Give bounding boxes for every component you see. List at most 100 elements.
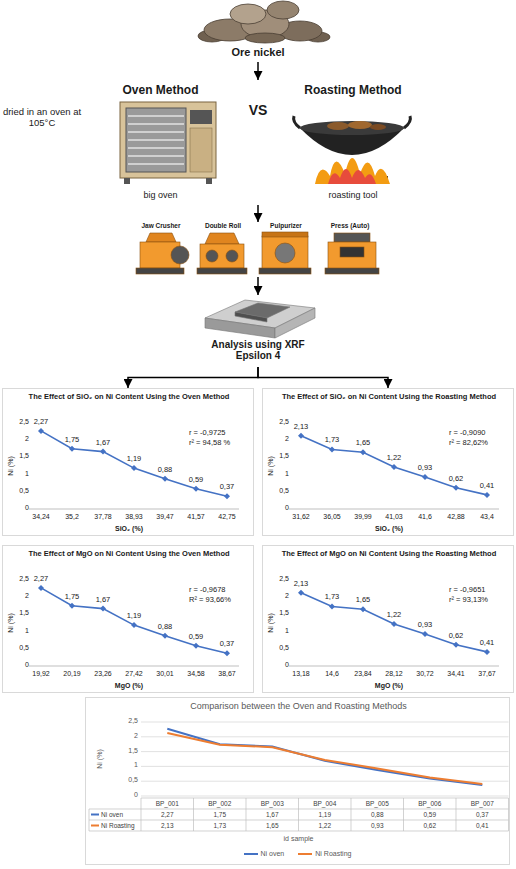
category-label: 42,75 xyxy=(211,513,243,521)
data-marker xyxy=(329,603,335,609)
axis-title: Ni (%) xyxy=(95,734,105,784)
table-line xyxy=(351,798,352,831)
data-marker xyxy=(360,449,366,455)
comparison-chart: Comparison between the Oven and Roasting… xyxy=(85,697,510,865)
tick-label: 2,5 xyxy=(7,575,29,583)
data-marker xyxy=(484,492,490,498)
data-marker xyxy=(100,606,106,612)
machine-label: Pulpurizer xyxy=(258,222,314,230)
axis-title: Ni (%) xyxy=(266,598,276,648)
method-band: VSOven Methodbig ovenRoasting Methodroas… xyxy=(93,80,423,205)
value-label: 0,41 xyxy=(472,639,502,648)
grid-line xyxy=(141,751,509,752)
category-label: 42,88 xyxy=(440,513,472,521)
category-label: 27,42 xyxy=(118,670,150,678)
tick-label: 2,5 xyxy=(267,418,289,426)
table-cell: 1,73 xyxy=(194,822,247,829)
grid-line xyxy=(141,722,509,723)
tick-label: 0 xyxy=(114,791,138,799)
xrf-step: Analysis using XRF Epsilon 4 xyxy=(178,295,338,367)
row-header: Ni oven xyxy=(101,811,141,818)
chart-title: The Effect of MgO on Ni Content Using th… xyxy=(275,549,503,558)
data-marker xyxy=(131,622,137,628)
tick-label: 2,5 xyxy=(267,575,289,583)
flow-arrow xyxy=(257,205,259,222)
tick-label: 0 xyxy=(267,504,289,512)
data-marker xyxy=(100,449,106,455)
statistic-label: r = -0,9090 xyxy=(449,429,513,438)
table-line xyxy=(141,798,509,799)
table-cell: 1,22 xyxy=(299,822,352,829)
tick-label: 1 xyxy=(114,761,138,769)
axis-title: Ni (%) xyxy=(6,441,16,491)
statistic-label: r² = 82,62% xyxy=(449,439,513,448)
value-label: 1,67 xyxy=(88,439,118,448)
category-label: 43,4 xyxy=(471,513,503,521)
category-label: 41,57 xyxy=(180,513,212,521)
tick-label: 0,5 xyxy=(7,644,29,652)
tick-label: 0,5 xyxy=(267,487,289,495)
table-cell: 0,59 xyxy=(404,811,457,818)
flow-arrow xyxy=(258,367,388,388)
table-cell: 2,13 xyxy=(141,822,194,829)
value-label: 1,75 xyxy=(57,593,87,602)
value-label: 0,37 xyxy=(212,483,242,492)
crushing-step: Jaw CrusherDouble RollPulpurizerPress (A… xyxy=(128,222,388,277)
flow-arrow xyxy=(128,367,258,388)
ore-node: Ore nickel xyxy=(188,0,328,62)
category-label: 41,03 xyxy=(378,513,410,521)
table-line xyxy=(193,798,194,831)
value-label: 1,19 xyxy=(119,455,149,464)
table-cell: 0,41 xyxy=(456,822,509,829)
category-label: 37,67 xyxy=(471,670,503,678)
legend-text: Ni Roasting xyxy=(315,850,351,857)
table-cell: 2,27 xyxy=(141,811,194,818)
category-label: 23,84 xyxy=(347,670,379,678)
table-cell: 1,65 xyxy=(246,822,299,829)
category-label: 38,93 xyxy=(118,513,150,521)
table-cell: 0,37 xyxy=(456,811,509,818)
table-cell: 1,19 xyxy=(299,811,352,818)
category-label: BP_004 xyxy=(299,800,352,807)
value-label: 1,19 xyxy=(119,612,149,621)
value-label: 0,93 xyxy=(410,621,440,630)
tick-label: 0 xyxy=(267,661,289,669)
data-marker xyxy=(193,643,199,649)
legend-swatch xyxy=(298,853,312,855)
statistic-label: r² = 93,13% xyxy=(449,596,513,605)
value-label: 1,73 xyxy=(317,436,347,445)
value-label: 1,22 xyxy=(379,454,409,463)
tick-label: 2 xyxy=(267,435,289,443)
axis-title: Ni (%) xyxy=(266,441,276,491)
category-label: 34,41 xyxy=(440,670,472,678)
versus-label: VS xyxy=(238,102,278,118)
flow-arrow xyxy=(257,62,259,80)
category-label: 35,2 xyxy=(56,513,88,521)
table-cell: 0,93 xyxy=(351,822,404,829)
tick-label: 1,5 xyxy=(7,609,29,617)
tick-label: 2 xyxy=(7,435,29,443)
legend-item: Ni oven xyxy=(244,850,285,857)
data-marker xyxy=(38,585,44,591)
table-line xyxy=(298,798,299,831)
tick-label: 1,5 xyxy=(7,452,29,460)
crusher-illustrations xyxy=(136,232,379,274)
value-label: 2,13 xyxy=(286,423,316,432)
line-chart: The Effect of MgO on Ni Content Using th… xyxy=(262,545,514,693)
data-marker xyxy=(162,476,168,482)
value-label: 1,73 xyxy=(317,593,347,602)
category-label: 39,47 xyxy=(149,513,181,521)
category-label: 28,12 xyxy=(378,670,410,678)
category-label: 34,58 xyxy=(180,670,212,678)
value-label: 0,59 xyxy=(181,633,211,642)
tool-label: roasting tool xyxy=(283,190,423,200)
legend: Ni oven Ni Roasting xyxy=(85,850,510,857)
table-line xyxy=(403,798,404,831)
table-line xyxy=(456,798,457,831)
data-marker xyxy=(69,446,75,452)
step-label: Analysis using XRF Epsilon 4 xyxy=(208,339,308,361)
statistic-label: r² = 94,58 % xyxy=(189,439,253,448)
value-label: 0,37 xyxy=(212,640,242,649)
x-axis xyxy=(29,509,239,510)
tick-label: 0,5 xyxy=(114,776,138,784)
